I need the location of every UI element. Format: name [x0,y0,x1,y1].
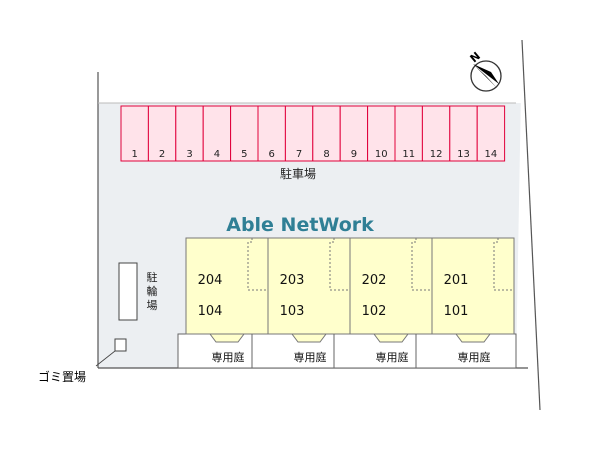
unit-204-104 [185,237,269,335]
garbage-box [114,338,127,352]
unit-number-lower: 103 [280,304,305,319]
parking-space-number: 11 [402,149,415,160]
parking-space-1 [120,105,149,162]
garbage-leader-line [95,350,116,367]
parking-space-10 [367,105,396,162]
unit-garden-notch [209,333,245,343]
parking-space-number: 2 [159,149,165,160]
private-garden-label: 専用庭 [294,350,327,364]
parking-space-number: 12 [430,149,443,160]
unit-entrance-outline [411,238,432,291]
apartment-building: 204 104 専用庭 203 103 専用庭 202 102 専用庭 201 101 専用庭 [185,237,515,368]
compass-needle [473,64,497,88]
bicycle-parking-box [118,262,138,321]
unit-number-lower: 101 [444,304,469,319]
compass: N [468,49,502,92]
garbage-label: ゴミ置場 [38,369,86,384]
parking-space-12 [421,105,451,162]
boundary-right [521,39,541,411]
parking-space-5 [230,105,259,162]
parking-space-number: 7 [296,149,302,160]
unit-garden-notch [291,333,327,343]
bicycle-label-3: 場 [147,299,158,312]
parking-space-14 [476,105,506,162]
parking-space-number: 13 [457,149,470,160]
watermark-text: Able NetWork [226,214,374,236]
parking-space-2 [147,105,177,162]
parking-space-number: 4 [214,149,220,160]
unit-201-101 [431,237,515,335]
parking-space-number: 8 [323,149,329,160]
unit-number-lower: 102 [362,304,387,319]
unit-garden-notch [373,333,409,343]
parking-space-number: 6 [269,149,275,160]
unit-number-upper: 202 [362,273,387,288]
unit-entrance-outline [493,238,514,291]
unit-entrance-outline [247,238,268,291]
parking-label: 駐車場 [280,166,316,181]
bicycle-label-2: 輪 [147,284,158,298]
private-garden-label: 専用庭 [212,350,245,364]
unit-number-lower: 104 [198,304,223,319]
unit-number-upper: 204 [198,273,223,288]
parking-space-number: 14 [485,149,498,160]
unit-203-103 [267,237,351,335]
compass-needle-head [473,64,499,84]
parking-space-13 [449,105,478,162]
unit-garden-notch [455,333,491,343]
parking-space-4 [202,105,232,162]
parking-space-number: 1 [132,149,138,160]
parking-space-number: 10 [375,149,388,160]
private-garden-label: 専用庭 [376,350,409,364]
parking-space-number: 5 [241,149,247,160]
private-garden-label: 専用庭 [458,350,491,364]
parking-space-number: 9 [351,149,357,160]
unit-number-upper: 201 [444,273,469,288]
parking-space-3 [175,105,204,162]
parking-space-8 [312,105,341,162]
unit-number-upper: 203 [280,273,305,288]
bicycle-label-1: 駐 [147,270,158,284]
parking-space-number: 3 [186,149,192,160]
unit-202-102 [349,237,433,335]
road-strip [98,37,522,103]
unit-entrance-outline [329,238,350,291]
